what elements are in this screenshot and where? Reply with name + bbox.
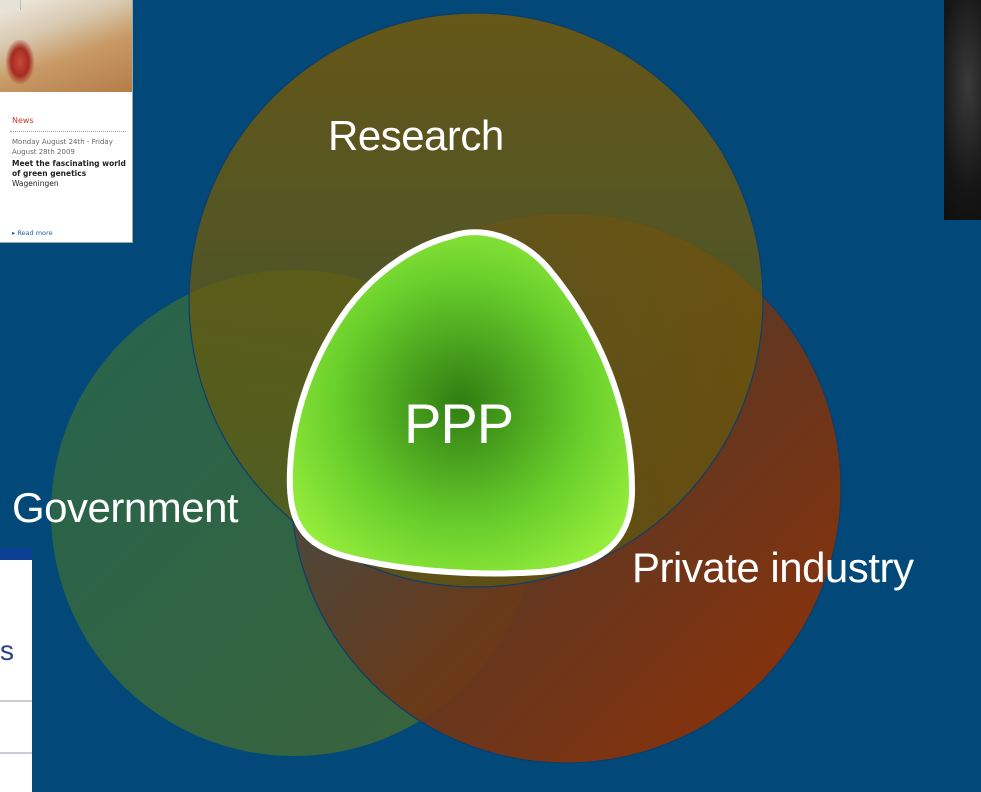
news-thumbnail: News Monday August 24th - Friday August …: [0, 0, 132, 242]
government-label: Government: [12, 484, 239, 531]
news-read-more-link: ▸ Read more: [12, 229, 53, 237]
ppp-label: PPP: [404, 392, 514, 455]
research-label: Research: [328, 112, 504, 159]
news-photo: [0, 0, 132, 92]
web-panel-text: s: [0, 635, 14, 666]
news-headline-text: Meet the fascinating world of green gene…: [12, 159, 126, 178]
ppp-intersection-shape: [286, 229, 635, 577]
news-section-label: News: [12, 116, 34, 125]
news-source: Wageningen: [12, 179, 59, 188]
dark-photo-thumbnail: [944, 0, 981, 220]
news-headline: Meet the fascinating world of green gene…: [12, 159, 128, 189]
web-panel-header-bar: [0, 548, 32, 560]
web-panel-fragment: s: [0, 548, 32, 792]
news-divider: [10, 131, 126, 132]
web-panel-rule: [0, 700, 32, 702]
private-industry-label: Private industry: [632, 544, 914, 591]
web-panel-rule: [0, 752, 32, 754]
news-date: Monday August 24th - Friday August 28th …: [12, 138, 113, 156]
